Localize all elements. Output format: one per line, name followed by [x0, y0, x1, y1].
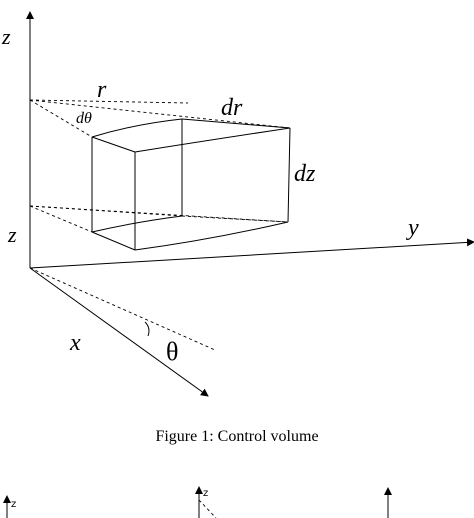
top-outer-arc: [134, 127, 291, 153]
x-axis: [29, 267, 209, 397]
dtheta-label: dθ: [76, 110, 92, 127]
theta-label: θ: [166, 337, 178, 366]
bottom-ray-far: [29, 205, 183, 217]
top-ray-far: [29, 99, 189, 104]
dr-label: dr: [221, 95, 243, 121]
bottom-ray-outer: [29, 205, 289, 223]
bottom-left-edge: [91, 231, 136, 251]
bottom-outer-arc: [134, 221, 289, 251]
figure-caption: Figure 1: Control volume: [155, 428, 318, 445]
theta-angle-arc: [144, 321, 150, 337]
y-axis: [29, 238, 474, 269]
bottom-inner-arc: [91, 215, 183, 233]
z-height-label: z: [7, 222, 17, 247]
top-inner-arc: [91, 118, 183, 138]
top-ray-near: [29, 99, 93, 138]
top-ray-outer: [29, 99, 291, 129]
next-fig-mid-dashed: [198, 499, 217, 518]
next-fig-z-left: z: [11, 499, 16, 510]
top-right-edge: [181, 118, 291, 129]
y-axis-label: y: [406, 215, 419, 241]
z-axis-label: z: [1, 24, 11, 49]
right-vertical-edge: [287, 127, 291, 223]
top-left-edge: [91, 136, 136, 153]
next-fig-z-mid: z: [203, 488, 208, 499]
dz-label: dz: [294, 161, 316, 187]
x-axis-label: x: [69, 330, 81, 356]
theta-reference-line: [29, 267, 216, 351]
r-label: r: [97, 77, 107, 103]
bottom-ray-near: [29, 205, 93, 233]
